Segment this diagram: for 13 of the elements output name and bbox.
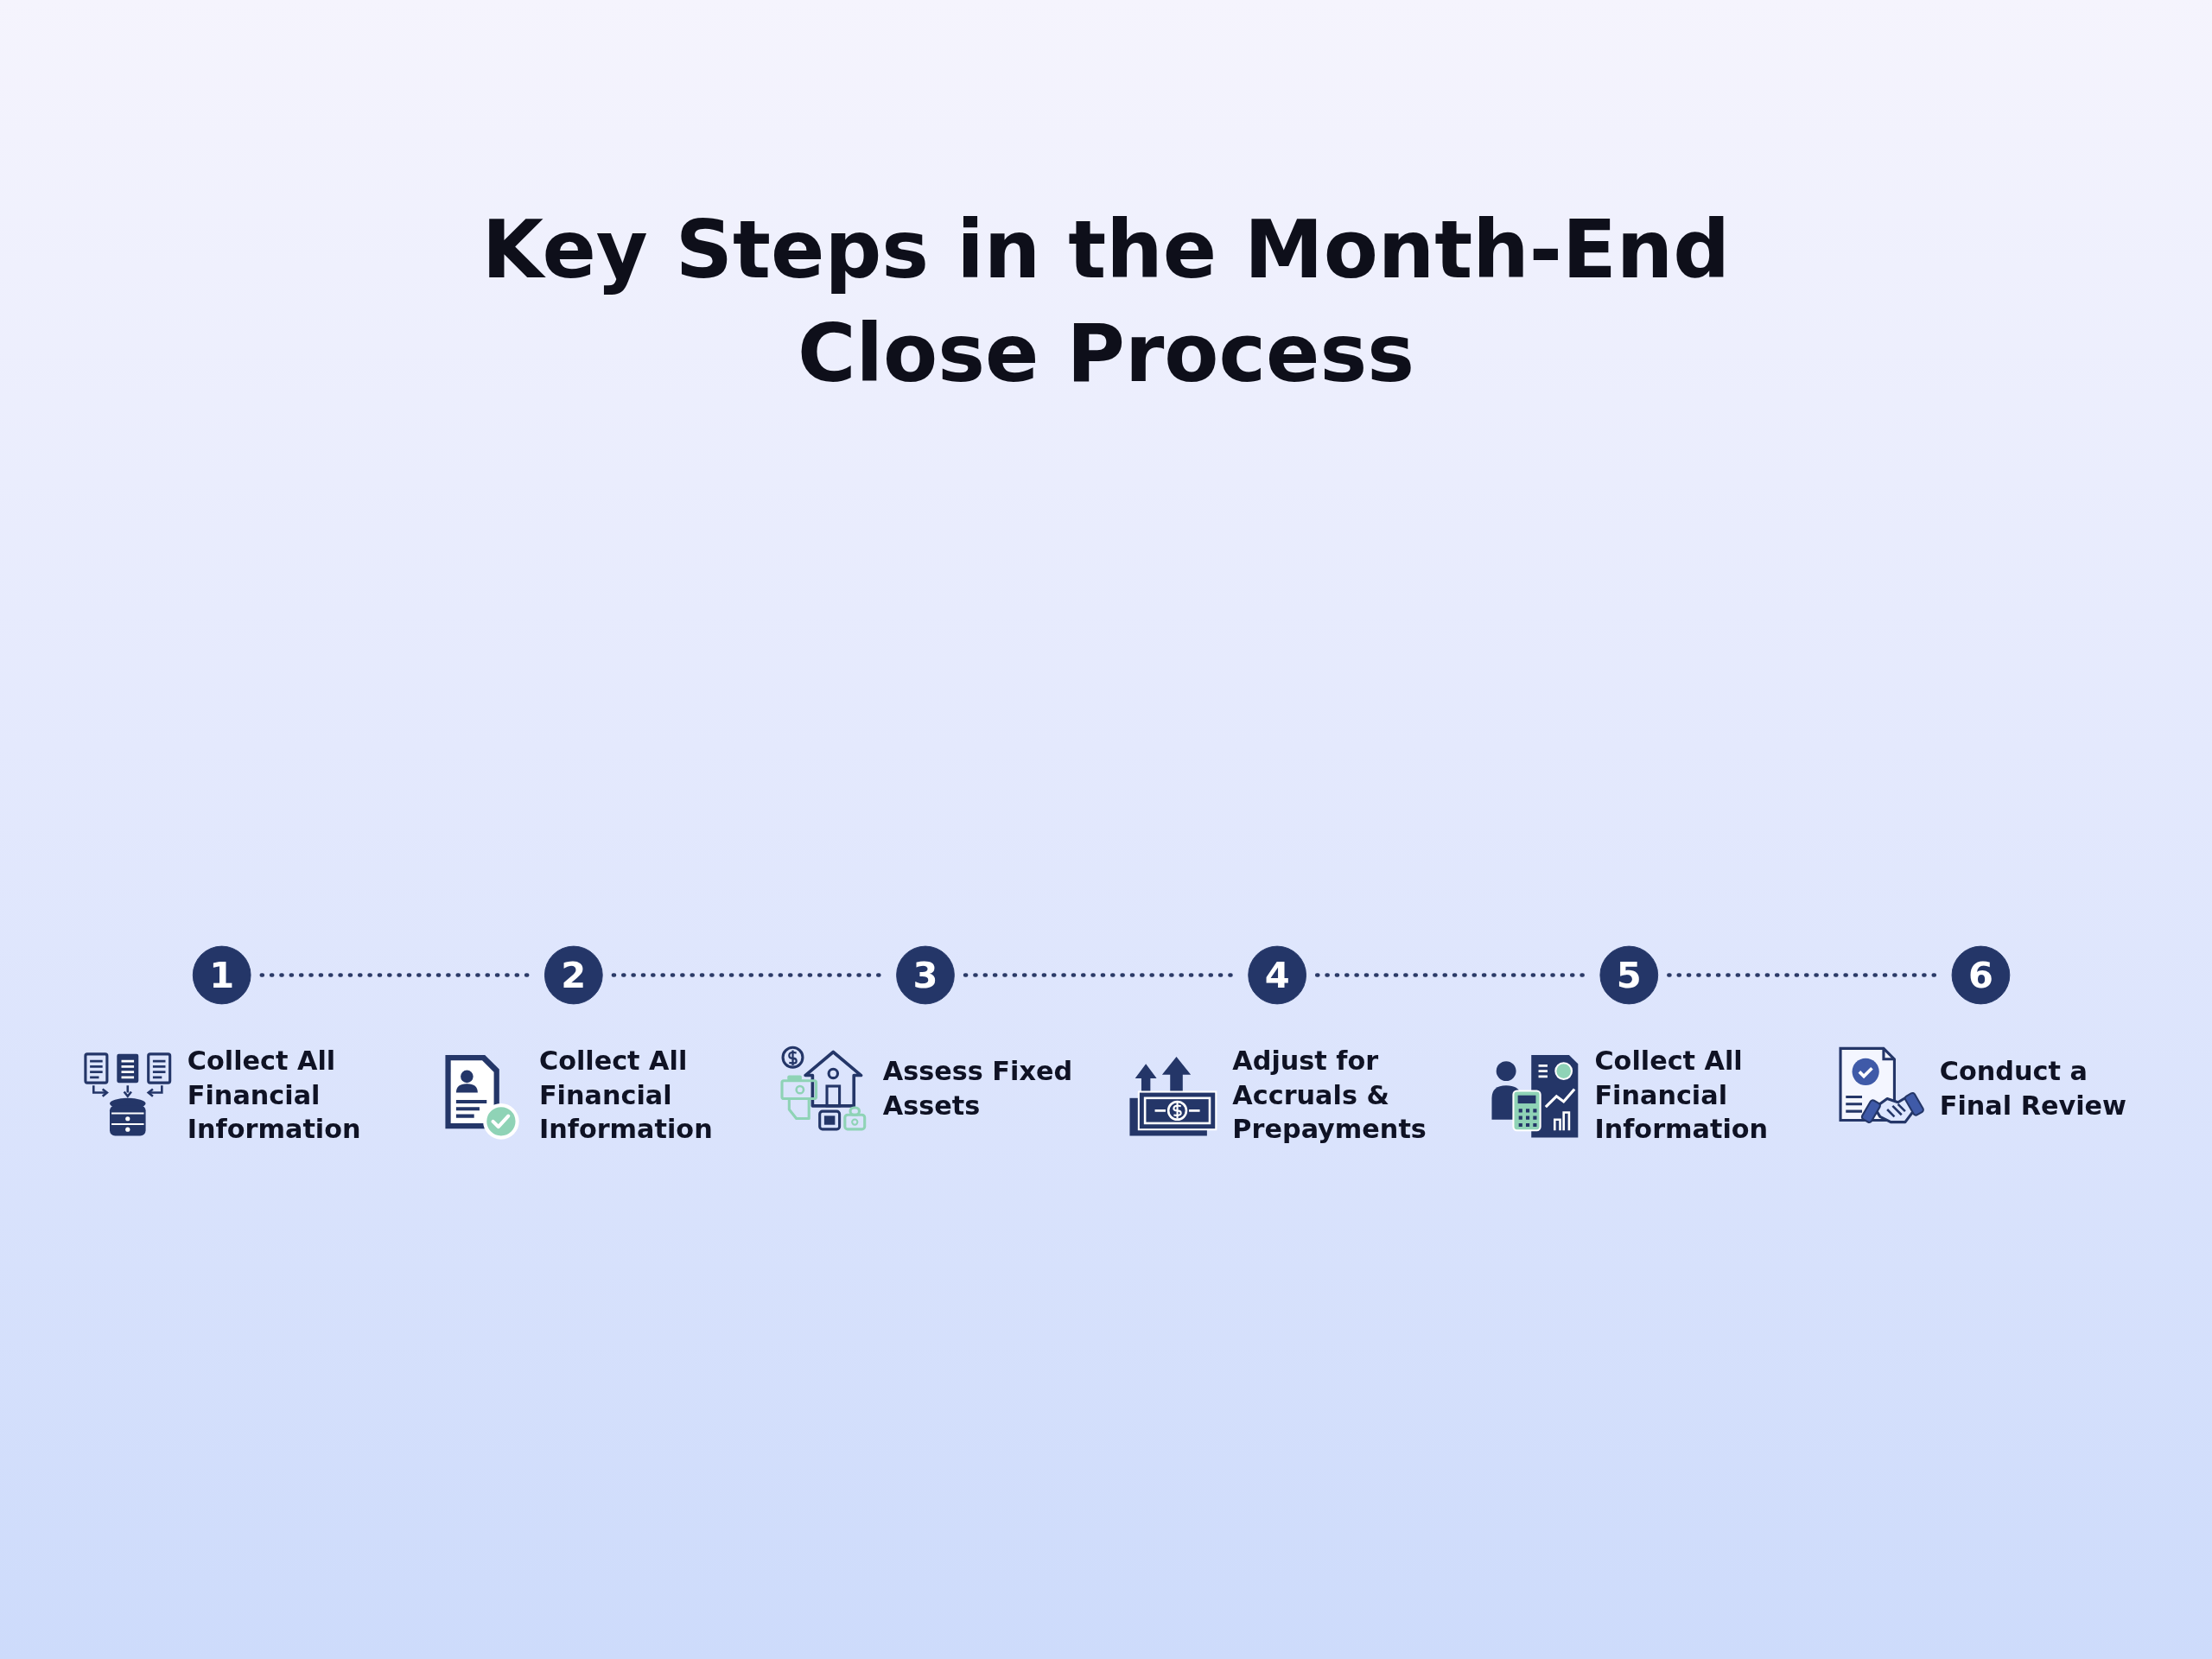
step-label: Assess Fixed Assets	[882, 1056, 1073, 1121]
step-label: Collect All Financial Information	[187, 1045, 361, 1145]
step-label: Collect All Financial Information	[1594, 1045, 1769, 1145]
step-number-circle: 4	[1248, 945, 1306, 1005]
step-label: Adjust for Accruals & Prepayments	[1232, 1045, 1427, 1145]
step-number-circle: 2	[543, 945, 603, 1005]
step-number-circle: 6	[1951, 945, 2011, 1005]
step-number-circle: 5	[1599, 945, 1659, 1005]
step-number-circle: 3	[896, 945, 955, 1005]
title: Key Steps in the Month-End Close Process	[480, 203, 1732, 402]
step-number-circle: 1	[192, 945, 251, 1005]
step-label: Collect All Financial Information	[538, 1045, 713, 1145]
step-label: Conduct a Final Review	[1939, 1056, 2127, 1121]
